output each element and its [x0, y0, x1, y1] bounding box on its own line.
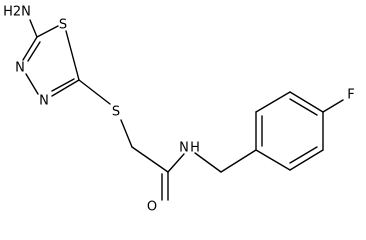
chemical-structure-diagram: H2N S N N S N H O F [3, 5, 355, 215]
amide-nitrogen-label: N [179, 141, 189, 156]
benzene-ring [255, 91, 324, 171]
benzene-bond-6 [255, 149, 291, 171]
bond-c-s-ring-top [36, 25, 59, 38]
bond-carbonyl-n [167, 153, 185, 173]
chemical-structure-canvas: H2N S N N S N H O F [3, 5, 355, 215]
benzene-bond-2 [255, 91, 291, 113]
bond-n-ch2 [194, 152, 222, 173]
bond-n-c-ring-outer [22, 36, 38, 61]
bond-ch2-ring [220, 149, 257, 173]
carbonyl-oxygen-label: O [147, 200, 157, 215]
bond-c-n-ring-inner [51, 78, 75, 92]
bond-n-n-ring [25, 73, 39, 95]
benzene-bond-5 [289, 149, 324, 171]
thiadiazole-ring [22, 25, 80, 97]
thiadiazole-sulfur-label: S [59, 18, 67, 33]
benzene-bond-5-inner [289, 146, 318, 164]
bond-s-c-ring [65, 30, 80, 81]
thiadiazole-nitrogen-2-label: N [39, 94, 49, 109]
amide-hydrogen-label: H [190, 141, 200, 156]
benzene-bond-3 [289, 91, 324, 113]
bond-c-nh2 [29, 19, 38, 38]
fluorine-label: F [347, 88, 354, 103]
bond-ch2-carbonyl [131, 146, 169, 173]
benzene-bond-3-inner [289, 98, 318, 116]
bond-n-c-ring-inner [27, 41, 41, 62]
bond-c-s-thioether [78, 79, 111, 105]
thioether-sulfur-label: S [112, 105, 120, 120]
linker-chain [78, 79, 257, 201]
bond-c-f [322, 99, 344, 113]
bond-s-ch2 [120, 119, 133, 148]
thiadiazole-nitrogen-1-label: N [15, 61, 25, 76]
bond-c-n-ring-outer [51, 79, 80, 97]
amine-label: H2N [3, 5, 31, 20]
